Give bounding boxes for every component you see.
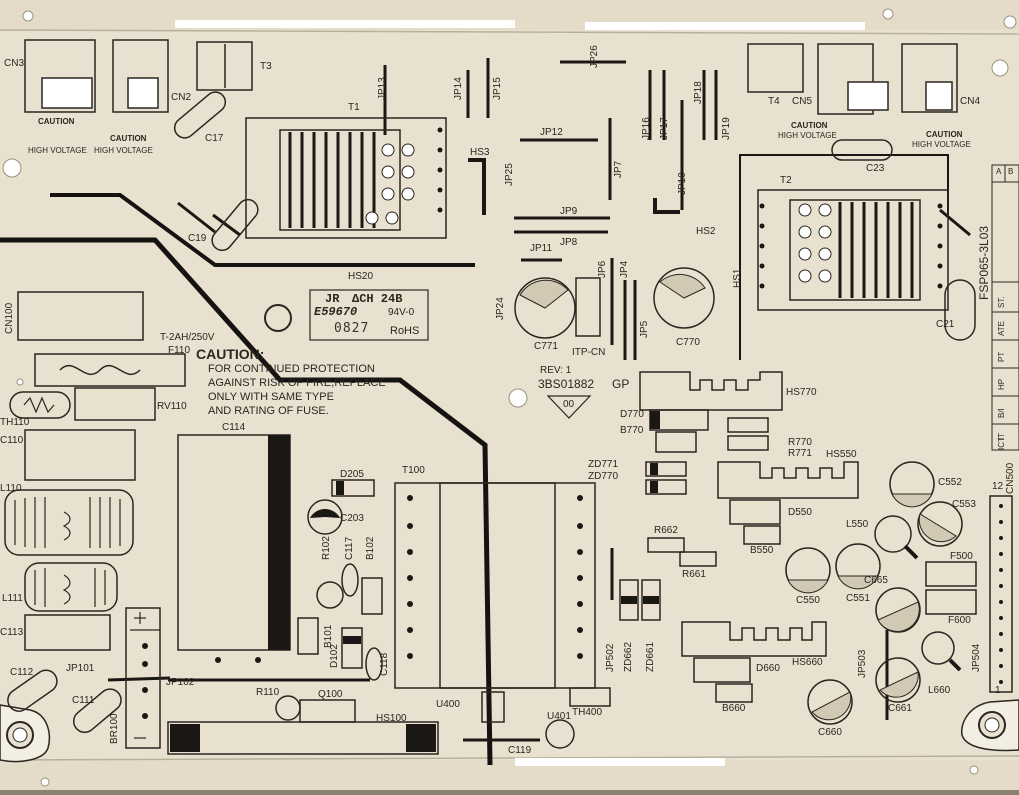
ul-mark-box	[309, 289, 429, 341]
mounting-hole	[2, 158, 22, 178]
capacitor-c19	[211, 198, 259, 252]
heatsink-hs550	[717, 461, 859, 499]
thermistor-th400	[569, 687, 611, 707]
mounting-hole	[16, 378, 24, 386]
bead-b770	[655, 431, 697, 453]
fuse-f600	[925, 589, 977, 615]
capacitor-c17	[173, 91, 227, 139]
connector-cn4	[901, 43, 958, 113]
top-slot-2	[585, 22, 865, 30]
fuse-f500	[925, 561, 977, 587]
varistor-rv110	[74, 387, 156, 421]
connector-itp-cn	[575, 277, 601, 337]
diode-d102	[341, 627, 363, 669]
capacitor-c770	[653, 267, 715, 329]
capacitor-c118	[365, 647, 383, 681]
mounting-hole	[508, 388, 528, 408]
resistor-r110	[275, 695, 301, 721]
resistor-r771	[727, 435, 769, 451]
transformer-t2	[757, 189, 949, 311]
resistor-r662	[647, 537, 685, 553]
heatsink-hs660	[681, 621, 827, 657]
isolation-trace-primary	[0, 237, 493, 766]
capacitor-c771	[514, 277, 576, 339]
transformer-t4	[747, 43, 804, 93]
diode-d660	[693, 657, 751, 683]
mounting-ear-hole	[12, 727, 28, 743]
fuse-f110	[34, 353, 186, 387]
capacitor-c111	[72, 688, 122, 734]
bead-b550	[743, 525, 781, 545]
connector-cn3	[24, 39, 96, 113]
inductor-l110	[4, 489, 134, 556]
mounting-hole	[1003, 15, 1017, 29]
mounting-hole	[991, 59, 1009, 77]
resistor-r770	[727, 417, 769, 433]
capacitor-c553	[917, 501, 963, 547]
connector-cn100	[17, 291, 144, 341]
inductor-l111	[24, 562, 118, 612]
capacitor-c112	[7, 669, 58, 712]
inductor-l550	[874, 515, 912, 553]
bridge-br100	[125, 607, 161, 749]
resistor-b102	[361, 577, 383, 615]
board-bottom-strip	[0, 760, 1019, 790]
connector-cn2	[112, 39, 169, 113]
capacitor-c21	[944, 279, 976, 341]
diode-d550	[729, 499, 781, 525]
capacitor-c110	[24, 429, 136, 481]
bottom-slot	[515, 758, 725, 766]
revision-triangle	[546, 395, 592, 419]
capacitor-c23	[831, 139, 893, 161]
top-slot-1	[175, 20, 515, 28]
resistor-r661	[679, 551, 717, 567]
isolation-trace-upper	[50, 193, 475, 267]
connector-cn5	[817, 43, 874, 115]
mounting-ear-hole	[984, 717, 1000, 733]
resistor-b101	[297, 617, 319, 655]
mounting-hole	[969, 765, 979, 775]
capacitor-c203	[307, 499, 343, 535]
thermistor-th110	[9, 391, 71, 419]
connector-cn500	[989, 495, 1013, 693]
diode-zd661	[641, 579, 661, 621]
capacitor-c113	[24, 614, 111, 651]
capacitor-c665	[875, 587, 921, 633]
transformer-t1	[245, 117, 447, 239]
diode-zd771	[645, 461, 687, 477]
inductor-l660	[921, 631, 955, 665]
diode-d205	[331, 479, 375, 497]
diode-zd770	[645, 479, 687, 495]
mounting-hole	[22, 10, 34, 22]
ic-u400	[481, 691, 505, 723]
heatsink-hs770	[639, 371, 783, 411]
capacitor-c661	[875, 657, 921, 703]
optocoupler-u401	[545, 719, 575, 749]
mounting-hole	[40, 777, 50, 787]
manufacturer-logo	[264, 304, 292, 332]
capacitor-c660	[807, 679, 853, 725]
mounting-hole	[882, 8, 894, 20]
transformer-t3	[196, 41, 253, 91]
diode-zd662	[619, 579, 639, 621]
bead-b660	[715, 683, 753, 703]
